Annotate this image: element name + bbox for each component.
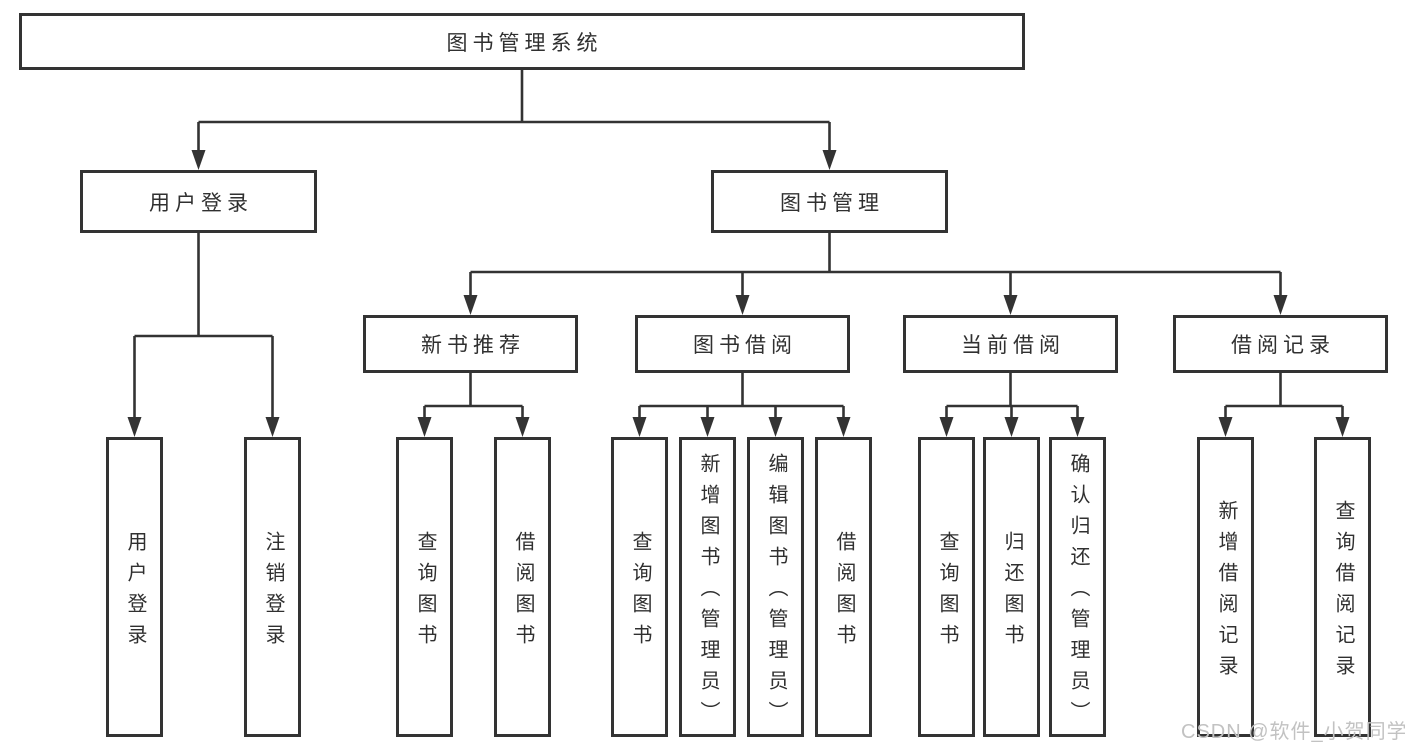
leaf-borrow-books-recommend: 借阅图书 <box>494 437 551 737</box>
node-label: 编辑图书（管理员） <box>765 453 787 732</box>
node-label: 新增借阅记录 <box>1215 499 1237 686</box>
edge-root-to-level2 <box>191 70 837 170</box>
leaf-add-books-admin: 新增图书（管理员） <box>679 437 736 737</box>
edge-book-management-to-level3 <box>463 233 1288 315</box>
node-label: 查询借阅记录 <box>1332 499 1354 686</box>
node-label: 当前借阅 <box>961 334 1065 357</box>
node-label: 图书管理系统 <box>446 31 603 55</box>
node-label: 图书借阅 <box>693 334 797 357</box>
leaf-query-books-recommend: 查询图书 <box>396 437 453 737</box>
node-root: 图书管理系统 <box>19 13 1025 70</box>
node-label: 新增图书（管理员） <box>697 453 719 732</box>
node-book-management: 图书管理 <box>711 170 948 233</box>
node-label: 借阅图书 <box>833 530 855 655</box>
node-label: 查询图书 <box>936 530 958 655</box>
leaf-edit-books-admin: 编辑图书（管理员） <box>747 437 804 737</box>
node-current-borrow: 当前借阅 <box>903 315 1118 373</box>
edge-book-borrow-to-leaves <box>632 373 851 437</box>
edge-new-book-recommend-to-leaves <box>417 373 530 437</box>
node-label: 注销登录 <box>262 530 284 655</box>
node-label: 借阅记录 <box>1231 334 1335 357</box>
leaf-query-books-current: 查询图书 <box>918 437 975 737</box>
leaf-user-login: 用户登录 <box>106 437 163 737</box>
leaf-return-books: 归还图书 <box>983 437 1040 737</box>
leaf-borrow-books: 借阅图书 <box>815 437 872 737</box>
node-label: 用户登录 <box>124 530 146 655</box>
leaf-query-borrow-record: 查询借阅记录 <box>1314 437 1371 737</box>
node-label: 用户登录 <box>149 191 253 215</box>
node-label: 查询图书 <box>629 530 651 655</box>
node-label: 新书推荐 <box>421 334 525 357</box>
edge-borrow-records-to-leaves <box>1218 373 1350 437</box>
edge-user-login-to-leaves <box>127 233 280 437</box>
csdn-watermark: CSDN @软件_小贺同学 <box>1181 721 1405 743</box>
leaf-confirm-return-admin: 确认归还（管理员） <box>1049 437 1106 737</box>
node-label: 图书管理 <box>780 191 884 215</box>
node-label: 确认归还（管理员） <box>1067 453 1089 732</box>
node-borrow-records: 借阅记录 <box>1173 315 1388 373</box>
node-label: 归还图书 <box>1001 530 1023 655</box>
leaf-logout: 注销登录 <box>244 437 301 737</box>
edge-current-borrow-to-leaves <box>939 373 1085 437</box>
node-book-borrow: 图书借阅 <box>635 315 850 373</box>
node-new-book-recommend: 新书推荐 <box>363 315 578 373</box>
node-label: 借阅图书 <box>512 530 534 655</box>
node-label: 查询图书 <box>414 530 436 655</box>
node-user-login: 用户登录 <box>80 170 317 233</box>
leaf-query-books-borrow: 查询图书 <box>611 437 668 737</box>
leaf-add-borrow-record: 新增借阅记录 <box>1197 437 1254 737</box>
